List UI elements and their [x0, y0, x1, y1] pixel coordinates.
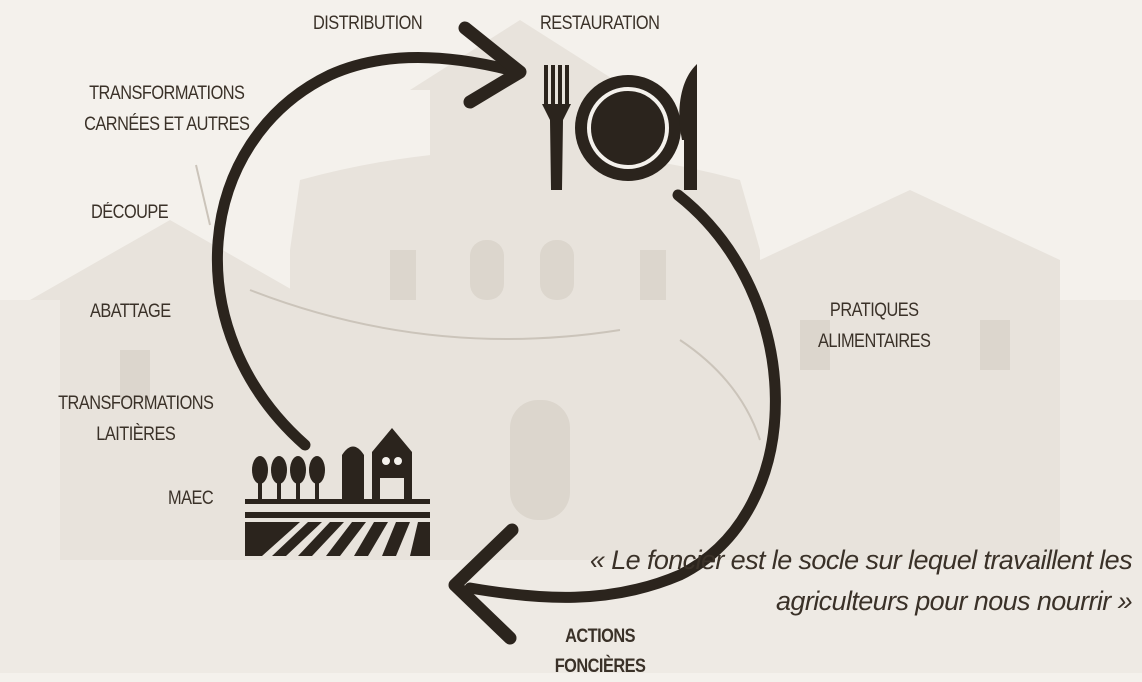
- label-pratiques-alimentaires: PRATIQUES ALIMENTAIRES: [817, 300, 931, 352]
- label-transformations-laitieres: TRANSFORMATIONS LAITIÈRES: [58, 393, 214, 445]
- label-restauration: RESTAURATION: [540, 13, 660, 34]
- arrow-left-arc: [212, 52, 516, 451]
- tree-icon: [252, 456, 325, 500]
- arrow-right-head: [448, 523, 519, 645]
- label-maec: MAEC: [168, 488, 214, 509]
- field-icon: [245, 512, 430, 556]
- arrow-left-head: [458, 21, 527, 109]
- arrow-right-arc: [464, 189, 781, 603]
- label-actions-foncieres: ACTIONS FONCIÈRES: [554, 626, 646, 677]
- knife-icon: [679, 64, 697, 190]
- label-abattage: ABATTAGE: [90, 301, 171, 322]
- farm-icon: [245, 428, 430, 556]
- decorative-strokes: [195, 164, 761, 441]
- fork-icon: [542, 65, 571, 190]
- label-transformations-carnees: TRANSFORMATIONS CARNÉES ET AUTRES: [84, 83, 250, 135]
- barn-icon: [372, 428, 412, 500]
- background-windows: [120, 240, 1010, 520]
- plate-icon: [575, 75, 681, 181]
- cycle-arrow-icon: [212, 21, 781, 645]
- silo-icon: [342, 446, 364, 500]
- background-building-watermark: [0, 20, 1142, 673]
- label-decoupe: DÉCOUPE: [91, 202, 169, 223]
- label-distribution: DISTRIBUTION: [313, 13, 423, 34]
- quote-text: « Le foncier est le socle sur lequel tra…: [589, 545, 1133, 616]
